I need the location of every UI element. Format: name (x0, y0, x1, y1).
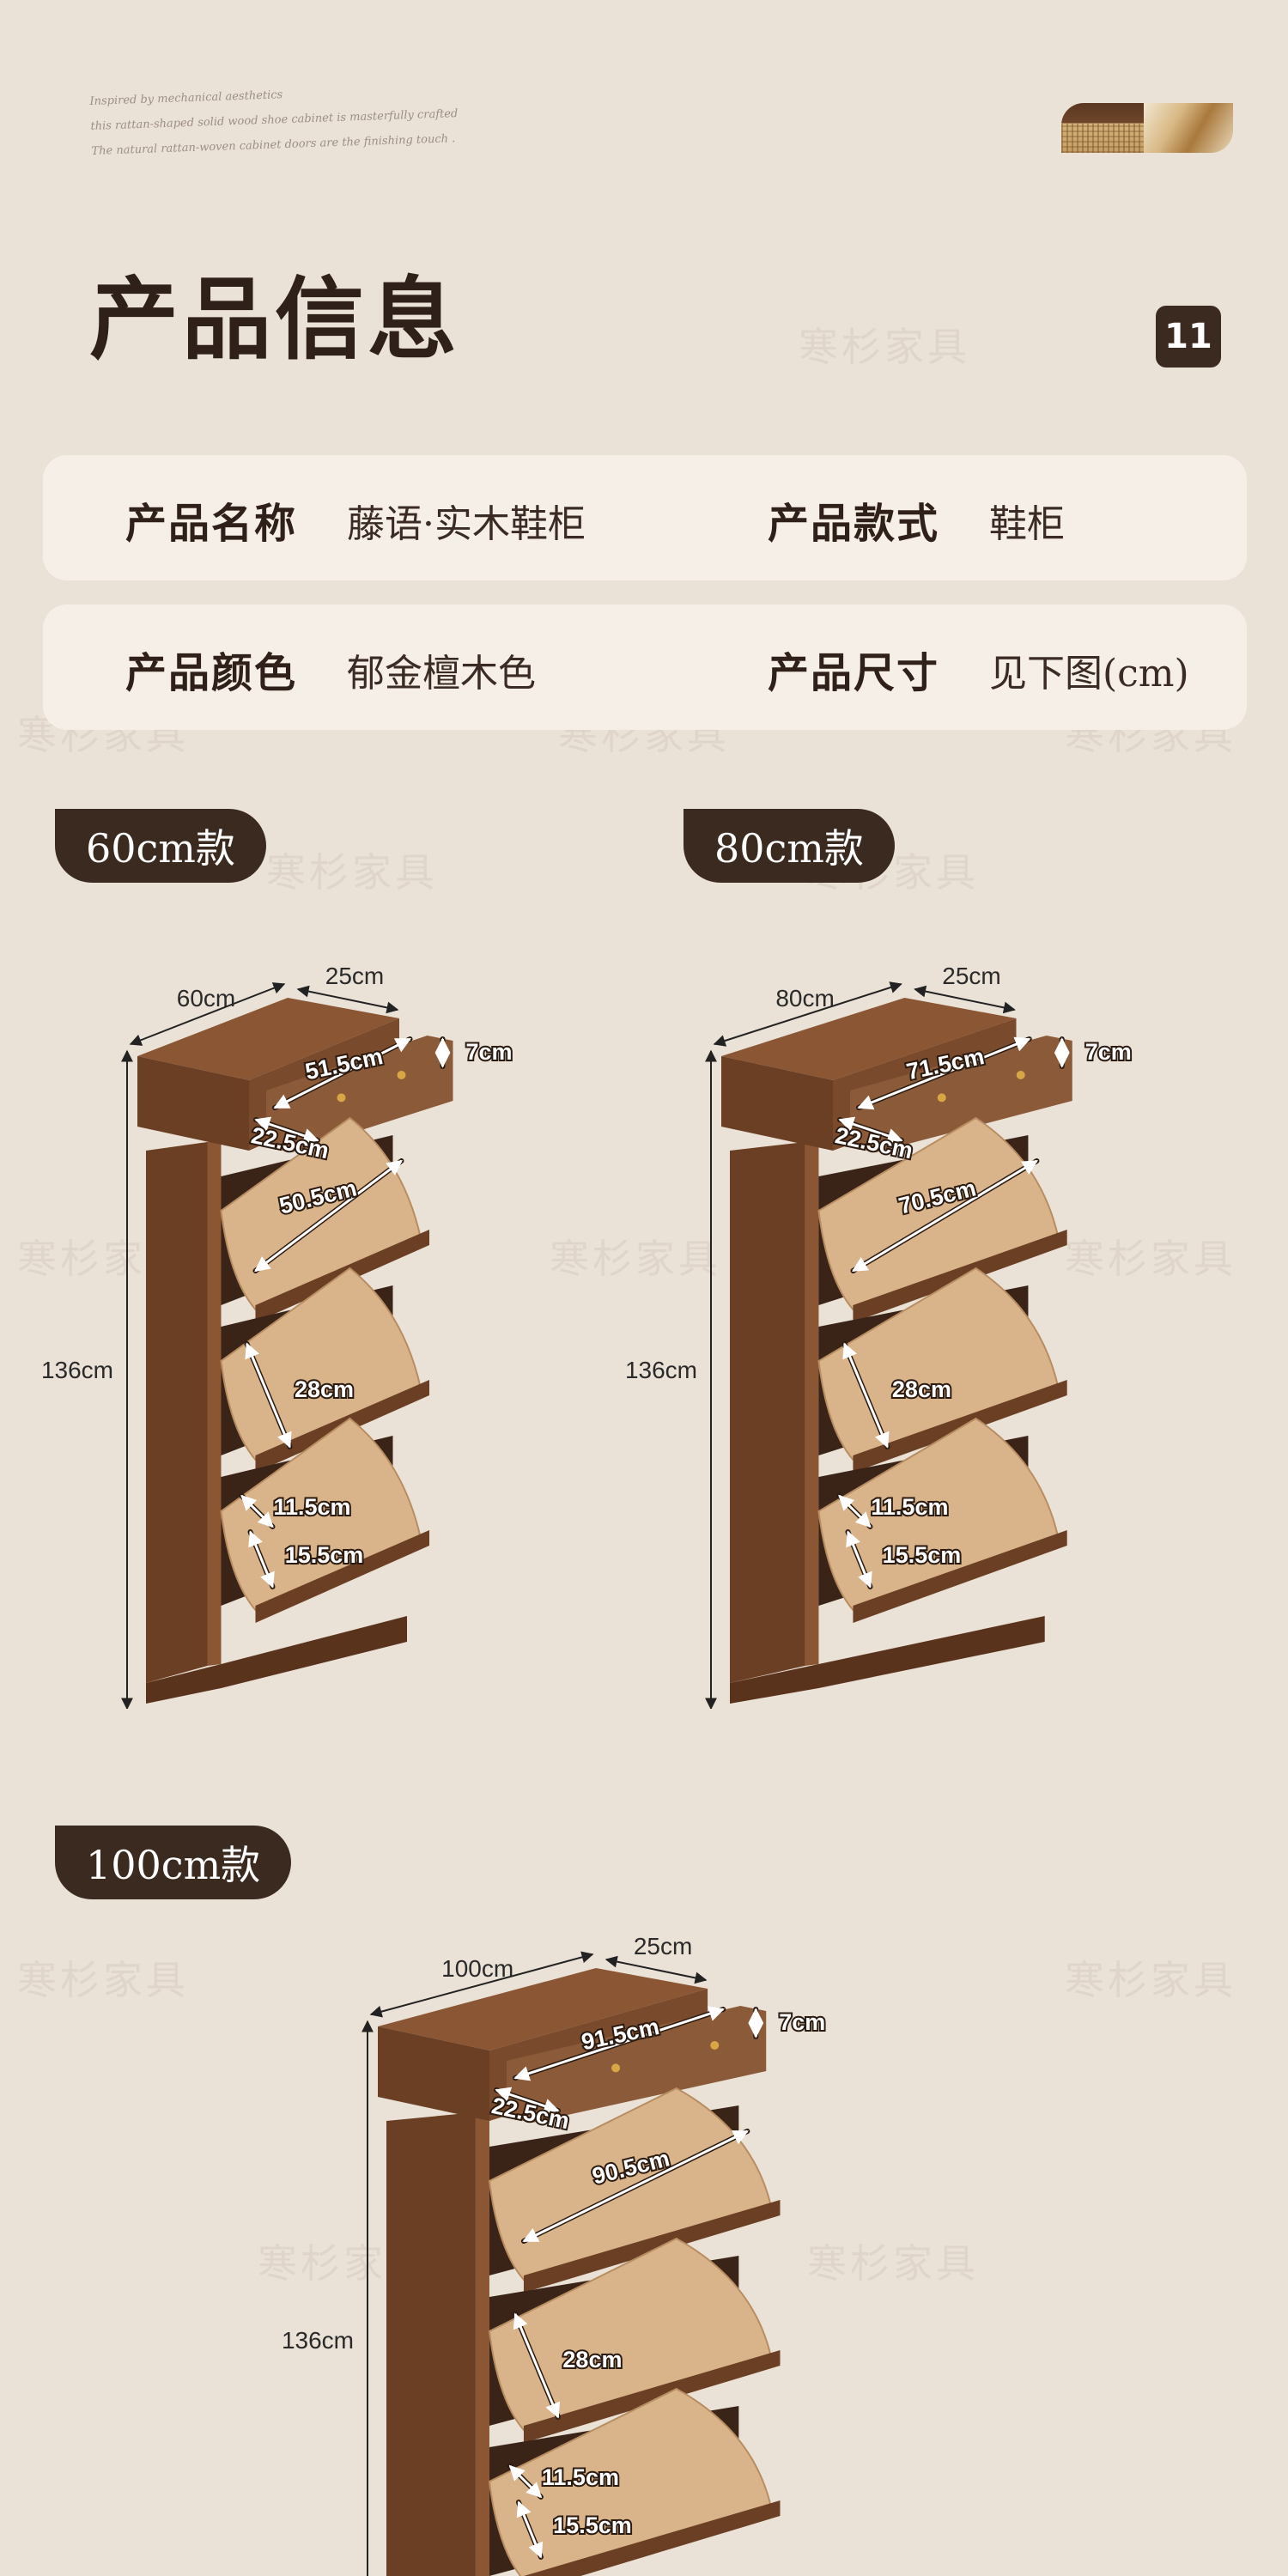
style-value: 鞋柜 (989, 502, 1065, 546)
tier-door-edge (853, 1530, 1067, 1623)
watermark: 寒杉家具 (1065, 1957, 1236, 2003)
inner-depth-label: 11.5cm (273, 1494, 350, 1520)
color-label: 产品颜色 (125, 649, 298, 697)
tier-width-dimension (522, 2129, 749, 2243)
size-label: 产品尺寸 (768, 649, 940, 697)
outer-depth-label: 15.5cm (883, 1542, 962, 1568)
depth-label: 25cm (325, 963, 384, 989)
inner-depth-dimension (508, 2464, 543, 2499)
drawer-height-label: 7cm (1085, 1039, 1132, 1065)
drawer-depth-dimension (495, 2087, 560, 2114)
depth-dimension (296, 985, 399, 1014)
height-label: 136cm (282, 2327, 354, 2354)
tier-door-edge (255, 1530, 429, 1623)
height-label: 136cm (625, 1357, 697, 1383)
watermark: 寒杉家具 (266, 849, 438, 896)
name-label: 产品名称 (125, 500, 298, 548)
cabinet-side-panel (386, 2112, 476, 2576)
cabinet-side-panel (730, 1142, 805, 1683)
drawer-width-dimension (857, 1036, 1031, 1110)
depth-dimension (605, 1955, 708, 1984)
tier-door-edge (523, 2350, 781, 2443)
drawer-knob (397, 1071, 406, 1079)
width-label: 100cm (441, 1955, 513, 1982)
page-title: 产品信息 (89, 266, 461, 372)
watermark: 寒杉家具 (17, 1957, 189, 2003)
model-label-100: 100cm款 (55, 1826, 292, 1899)
style-label: 产品款式 (768, 500, 940, 548)
tier-height-label: 28cm (562, 2347, 622, 2372)
depth-dimension (914, 985, 1016, 1014)
cabinet-base (146, 1616, 407, 1704)
tier-height-label: 28cm (295, 1376, 354, 1402)
drawer-depth-dimension (838, 1116, 903, 1144)
depth-label: 25cm (634, 1933, 692, 1959)
width-label: 60cm (177, 985, 235, 1012)
width-label: 80cm (775, 985, 834, 1012)
inner-depth-label: 11.5cm (871, 1494, 948, 1520)
info-card-color-size: 产品颜色 郁金檀木色 产品尺寸 见下图(cm) (43, 605, 1247, 730)
tier-door-edge (853, 1380, 1067, 1473)
outer-depth-dimension (248, 1530, 275, 1589)
drawer-box-side (137, 1056, 249, 1151)
outer-depth-dimension (846, 1530, 872, 1589)
detail-thumbnails (1061, 103, 1233, 153)
tier-height-dimension (513, 2312, 561, 2419)
drawer-box-side (721, 1056, 833, 1151)
outer-depth-dimension (516, 2500, 544, 2559)
drawer-knob (611, 2063, 621, 2073)
depth-label: 25cm (942, 963, 1000, 989)
tier-height-dimension (245, 1342, 292, 1449)
cabinet-base (730, 1616, 1045, 1704)
info-card-name-style: 产品名称 藤语·实木鞋柜 产品款式 鞋柜 (43, 455, 1247, 580)
color-value: 郁金檀木色 (347, 652, 536, 696)
model-label-80: 80cm款 (683, 809, 895, 883)
height-label: 136cm (41, 1357, 113, 1383)
decorative-script: Inspired by mechanical aesthetics this r… (89, 76, 459, 164)
cabinet-front-edge (475, 2111, 489, 2576)
tier-width-dimension (851, 1159, 1038, 1273)
rattan-texture-thumbnail (1144, 103, 1233, 153)
drawer-knob (710, 2041, 720, 2050)
cabinet-side-panel (146, 1142, 208, 1683)
drawer-depth-dimension (254, 1116, 319, 1144)
tier-width-dimension (254, 1159, 403, 1273)
tier-height-dimension (842, 1342, 890, 1449)
rattan-door-thumbnail (1061, 103, 1144, 153)
drawer-box-side (378, 2026, 489, 2121)
drawer-knob (937, 1093, 946, 1103)
drawer-width-dimension (273, 1037, 412, 1109)
drawer-height-label: 7cm (465, 1039, 512, 1065)
drawer-width-dimension (513, 2006, 725, 2081)
tier-height-label: 28cm (892, 1376, 951, 1402)
outer-depth-label: 15.5cm (553, 2512, 632, 2538)
page-number-badge: 11 (1156, 306, 1221, 368)
outer-depth-label: 15.5cm (285, 1542, 364, 1568)
width-dimension (713, 981, 902, 1047)
size-value: 见下图(cm) (989, 652, 1189, 696)
cabinet-front-edge (207, 1140, 222, 1666)
width-dimension (369, 1951, 594, 2018)
name-value: 藤语·实木鞋柜 (347, 502, 586, 546)
inner-depth-dimension (240, 1494, 274, 1528)
inner-depth-dimension (838, 1494, 872, 1528)
width-dimension (129, 982, 286, 1046)
model-label-60: 60cm款 (55, 809, 266, 883)
watermark: 寒杉家具 (799, 324, 970, 370)
cabinet-front-edge (805, 1140, 819, 1666)
inner-depth-label: 11.5cm (542, 2464, 619, 2490)
drawer-knob (337, 1093, 346, 1103)
drawer-knob (1016, 1071, 1025, 1079)
drawer-height-label: 7cm (779, 2009, 825, 2035)
